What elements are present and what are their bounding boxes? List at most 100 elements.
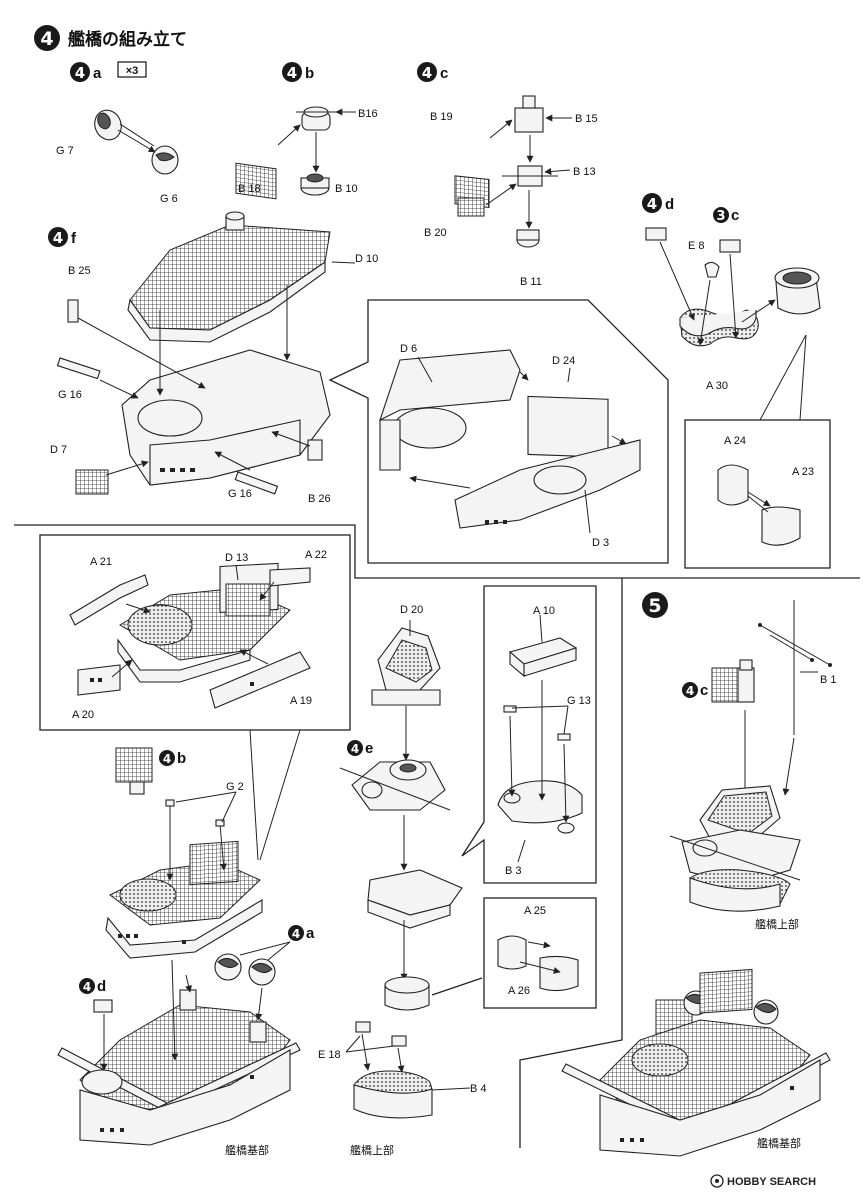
ref-4a-num: 4 xyxy=(292,927,300,941)
callout-a21-d13-a22: A 21 D 13 A 22 A 20 A 19 xyxy=(39,534,351,861)
watermark: HOBBY SEARCH xyxy=(710,1174,816,1188)
ref-4a-badge xyxy=(288,925,304,941)
label-d24: D 24 xyxy=(552,355,575,367)
label-d10: D 10 xyxy=(355,253,378,265)
ref-4e-num: 4 xyxy=(351,742,359,756)
step-5-number: 5 xyxy=(648,595,661,617)
substep-4c: 4 c xyxy=(417,62,448,82)
quantity-label: ×3 xyxy=(126,65,139,77)
label-g16-a: G 16 xyxy=(58,389,82,401)
label-g6: G 6 xyxy=(160,193,178,205)
ref-4e-badge xyxy=(347,740,363,756)
label-d13: D 13 xyxy=(225,552,248,564)
step-4-badge xyxy=(34,25,60,51)
substep-4f-letter: f xyxy=(71,230,77,247)
rangefinder-assembly-4b: B16 B 18 B 10 xyxy=(235,106,378,200)
ref-4a-letter: a xyxy=(306,925,315,942)
label-d3: D 3 xyxy=(592,537,609,549)
ref-4d-num: 4 xyxy=(83,980,91,994)
ref-4c-num: 4 xyxy=(686,684,694,698)
substep-3c-num: 3 xyxy=(716,209,725,224)
label-g7: G 7 xyxy=(56,145,74,157)
substep-4c-badge xyxy=(417,62,437,82)
callout-a10-g13-b3: A 10 G 13 B 3 xyxy=(461,585,597,884)
label-b13: B 13 xyxy=(573,166,596,178)
label-b3: B 3 xyxy=(505,865,522,877)
mast-and-upper-bridge-step5: B 1 4 c 艦橋上部 艦橋基部 xyxy=(561,600,837,1157)
substep-4a-badge xyxy=(70,62,90,82)
label-d6: D 6 xyxy=(400,343,417,355)
label-b18: B 18 xyxy=(238,183,261,195)
label-a23: A 23 xyxy=(792,466,814,478)
step-4-number: 4 xyxy=(40,28,53,50)
substep-4b-badge xyxy=(282,62,302,82)
label-b20: B 20 xyxy=(424,227,447,239)
watermark-logo-icon xyxy=(710,1174,724,1188)
step-5-badge xyxy=(642,592,668,618)
substep-4d-badge xyxy=(642,193,662,213)
label-e18: E 18 xyxy=(318,1049,341,1061)
ref-4c-letter: c xyxy=(700,682,708,699)
ref-4d-badge xyxy=(79,978,95,994)
substep-3c-letter: c xyxy=(731,207,739,224)
label-a20: A 20 xyxy=(72,709,94,721)
substep-4c-num: 4 xyxy=(422,64,432,82)
label-b26: B 26 xyxy=(308,493,331,505)
label-b1: B 1 xyxy=(820,674,837,686)
substep-4a-letter: a xyxy=(93,65,102,82)
caption-base-left: 艦橋基部 xyxy=(225,1143,269,1157)
label-a26: A 26 xyxy=(508,985,530,997)
label-e8: E 8 xyxy=(688,240,705,252)
ref-4b-letter: b xyxy=(177,750,186,767)
label-b16: B16 xyxy=(358,108,378,120)
searchlight-assembly-4a: G 7 G 6 xyxy=(56,109,179,205)
substep-4f-badge xyxy=(48,227,68,247)
ref-4b-badge xyxy=(159,750,175,766)
label-b4: B 4 xyxy=(470,1083,487,1095)
label-a30: A 30 xyxy=(706,380,728,392)
label-g13: G 13 xyxy=(567,695,591,707)
label-d20: D 20 xyxy=(400,604,423,616)
label-g16-b: G 16 xyxy=(228,488,252,500)
section-dividers xyxy=(14,524,860,1148)
watermark-text: HOBBY SEARCH xyxy=(727,1176,816,1188)
step-5-heading: 5 xyxy=(642,592,668,618)
label-a24: A 24 xyxy=(724,435,746,447)
substep-4d-num: 4 xyxy=(647,195,657,213)
caption-upper-right: 艦橋上部 xyxy=(755,917,799,931)
bridge-base-assembly-4f: B 25 D 10 G 16 D 7 G 16 B 26 xyxy=(50,211,378,505)
label-b11: B 11 xyxy=(520,276,542,288)
substep-4f: 4 f xyxy=(48,227,77,247)
substep-4b-num: 4 xyxy=(287,64,297,82)
label-a19: A 19 xyxy=(290,695,312,707)
substep-4d-letter: d xyxy=(665,196,674,213)
director-assembly-4c: B 19 B 15 B 13 B 20 B 11 xyxy=(424,95,598,288)
bridge-base-lower-left: 4 b G 2 4 a 4 d xyxy=(57,747,315,1157)
caption-base-right: 艦橋基部 xyxy=(757,1136,801,1150)
substep-4d: 4 d 3 c xyxy=(642,193,739,224)
callout-d6-d24-d3: D 6 D 24 D 3 xyxy=(328,299,669,564)
callout-a24-a23: A 24 A 23 xyxy=(684,334,831,569)
label-a10: A 10 xyxy=(533,605,555,617)
step-4-heading: 4 艦橋の組み立て xyxy=(34,25,187,51)
substep-4b-letter: b xyxy=(305,65,314,82)
substep-4a: 4 a ×3 xyxy=(70,61,147,82)
platform-assembly-4d: E 8 A 30 xyxy=(645,227,821,392)
ref-4e-letter: e xyxy=(365,740,373,757)
label-a25: A 25 xyxy=(524,905,546,917)
label-a21: A 21 xyxy=(90,556,112,568)
label-b15: B 15 xyxy=(575,113,598,125)
bridge-upper-middle: D 20 4 e E 18 B 4 艦橋上部 xyxy=(318,604,487,1157)
label-a22: A 22 xyxy=(305,549,327,561)
label-b25: B 25 xyxy=(68,265,91,277)
label-g2: G 2 xyxy=(226,781,244,793)
substep-3c-badge xyxy=(713,207,729,223)
step-4-title: 艦橋の組み立て xyxy=(68,29,187,50)
label-b19: B 19 xyxy=(430,111,453,123)
ref-4b-num: 4 xyxy=(163,752,171,766)
substep-4f-num: 4 xyxy=(53,229,63,247)
ref-4c-badge xyxy=(682,682,698,698)
quantity-box xyxy=(117,61,147,78)
substep-4c-letter: c xyxy=(440,65,448,82)
